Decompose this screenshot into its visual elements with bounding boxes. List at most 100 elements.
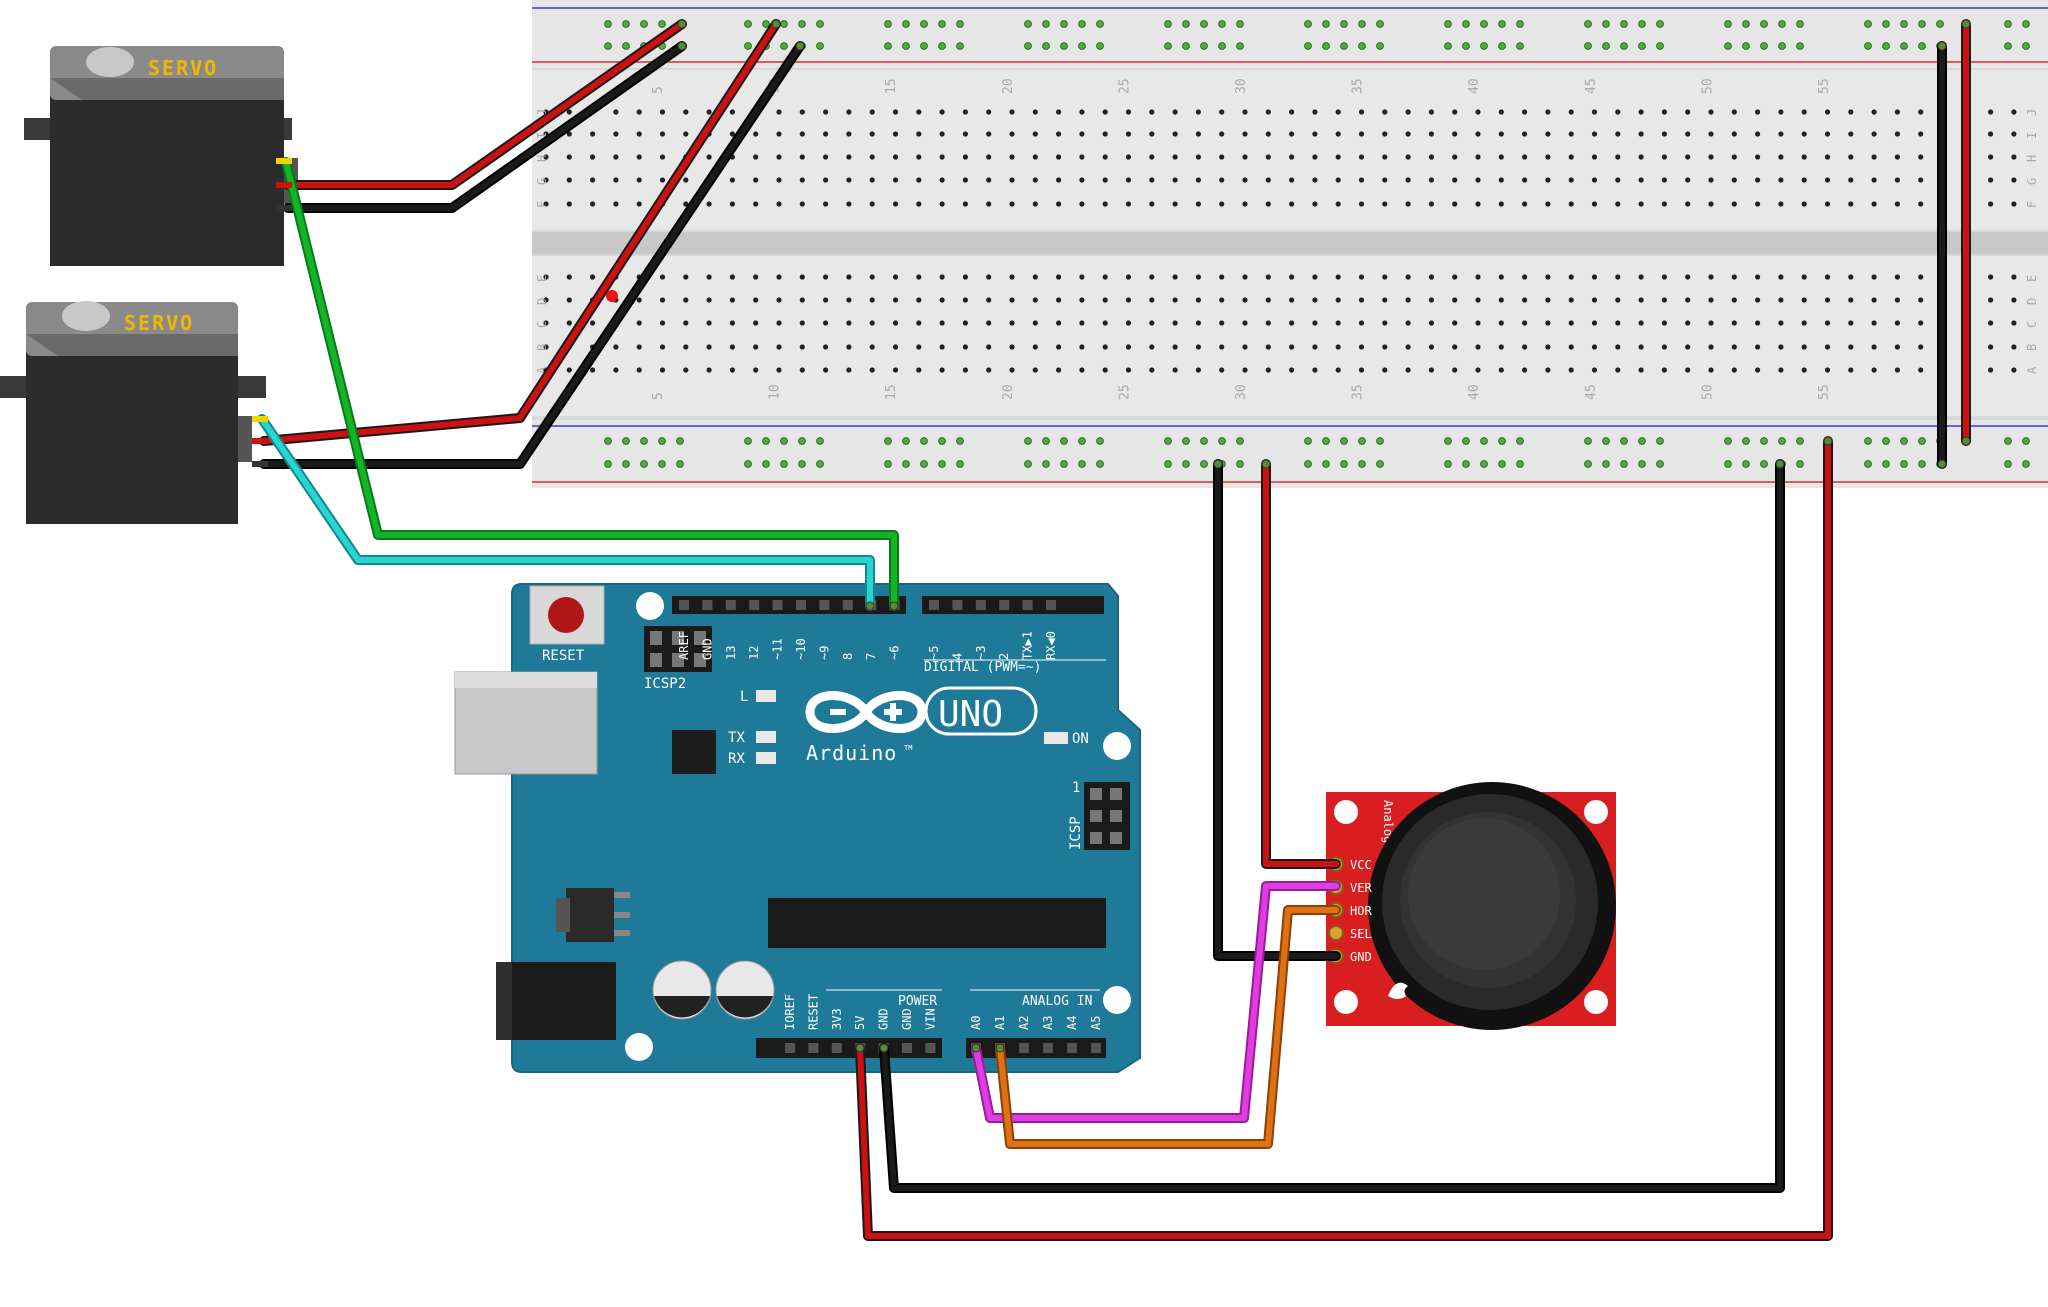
breadboard-hole — [1848, 154, 1854, 160]
breadboard-hole — [1824, 109, 1831, 115]
wire-joystick-ground — [1215, 461, 1339, 959]
rail-hole — [1516, 460, 1524, 468]
servo-label: SERVO — [148, 56, 218, 80]
breadboard-hole — [1918, 274, 1924, 280]
breadboard-hole — [590, 154, 596, 160]
breadboard-hole — [1405, 109, 1411, 115]
breadboard-hole — [1918, 177, 1924, 183]
arduino-logo: UNO Arduino TM — [805, 686, 1038, 765]
header-pin — [702, 600, 713, 610]
breadboard-hole — [1172, 367, 1178, 373]
rail-hole — [1796, 42, 1804, 50]
rail-hole — [1882, 460, 1890, 468]
breadboard-hole — [1708, 367, 1714, 373]
wire-servo2-signal — [259, 416, 873, 609]
row-letter: A — [2025, 366, 2039, 374]
breadboard-hole — [1289, 274, 1295, 280]
rail-hole — [1236, 20, 1244, 28]
breadboard-hole — [753, 344, 759, 350]
rail-hole — [798, 437, 806, 445]
breadboard-hole — [1615, 274, 1621, 280]
breadboard-hole — [1522, 367, 1528, 373]
wires — [257, 19, 1971, 1241]
breadboard-hole — [1824, 274, 1831, 280]
breadboard-hole — [1591, 367, 1598, 373]
breadboard-hole — [729, 274, 736, 280]
breadboard-hole — [1988, 344, 1994, 350]
digital-pin-label: ~11 — [771, 638, 785, 660]
power-pin-label: RESET — [806, 994, 820, 1030]
breadboard-hole — [846, 320, 852, 326]
logo-plus-v — [890, 703, 896, 721]
breadboard-hole — [1079, 201, 1085, 207]
breadboard-hole — [1428, 109, 1434, 115]
rail-hole — [744, 437, 752, 445]
column-number: 35 — [1351, 384, 1366, 400]
rail-hole — [762, 20, 770, 28]
breadboard-hole — [916, 177, 922, 183]
breadboard-hole — [1335, 320, 1341, 326]
breadboard-hole — [2011, 344, 2017, 350]
breadboard-hole — [1289, 344, 1295, 350]
servo-horn-icon — [86, 47, 134, 77]
breadboard-hole — [799, 109, 805, 115]
breadboard-hole — [1731, 131, 1737, 137]
breadboard-hole — [1079, 274, 1085, 280]
rail-hole — [938, 437, 946, 445]
breadboard-hole — [1312, 109, 1318, 115]
breadboard-hole — [1312, 201, 1318, 207]
breadboard-hole — [823, 201, 829, 207]
breadboard-hole — [1545, 201, 1551, 207]
rail-hole — [1742, 42, 1750, 50]
rail-hole — [604, 42, 612, 50]
rail-hole — [1376, 20, 1384, 28]
breadboard-hole — [753, 131, 759, 137]
breadboard-hole — [1452, 367, 1458, 373]
breadboard-hole — [1568, 131, 1574, 137]
power-pin-label: GND — [877, 1008, 891, 1030]
breadboard-hole — [1591, 274, 1598, 280]
breadboard-hole — [1289, 109, 1295, 115]
breadboard-hole — [659, 109, 666, 115]
breadboard-hole — [1638, 367, 1644, 373]
rail-hole — [622, 42, 630, 50]
breadboard-hole — [1755, 109, 1761, 115]
rail-hole — [1656, 437, 1664, 445]
rail-hole — [1918, 460, 1926, 468]
breadboard-hole — [683, 274, 689, 280]
header-pin — [785, 1043, 795, 1053]
breadboard-hole — [986, 297, 992, 303]
breadboard-hole — [1848, 367, 1854, 373]
breadboard-hole — [566, 367, 572, 373]
breadboard-hole — [962, 344, 969, 350]
breadboard-hole — [1731, 367, 1737, 373]
icsp-label: ICSP — [1068, 816, 1084, 850]
breadboard-hole — [1102, 367, 1108, 373]
breadboard-hole — [869, 131, 875, 137]
wire-servo1-power — [285, 21, 685, 188]
breadboard-hole — [1824, 320, 1831, 326]
rail-hole — [1200, 42, 1208, 50]
servo-body — [50, 80, 284, 266]
breadboard-hole — [823, 154, 829, 160]
digital-pin-label: ~3 — [974, 646, 988, 660]
breadboard-top-rail — [532, 0, 2048, 68]
header-pin — [1046, 600, 1056, 610]
regulator-pins — [614, 912, 630, 918]
breadboard-hole — [2011, 154, 2017, 160]
breadboard-hole — [1918, 154, 1924, 160]
breadboard-hole — [1871, 297, 1877, 303]
breadboard-hole — [869, 177, 875, 183]
breadboard-hole — [1265, 154, 1271, 160]
power-jack-lip — [496, 962, 512, 1040]
breadboard-hole — [776, 201, 782, 207]
breadboard-hole — [706, 344, 712, 350]
breadboard-hole — [1265, 367, 1271, 373]
breadboard-hole — [1708, 131, 1714, 137]
row-letter: F — [535, 201, 549, 208]
rail-hole — [1864, 437, 1872, 445]
mounting-hole — [1584, 990, 1608, 1014]
breadboard-hole — [986, 367, 992, 373]
header-pin — [808, 1043, 819, 1053]
